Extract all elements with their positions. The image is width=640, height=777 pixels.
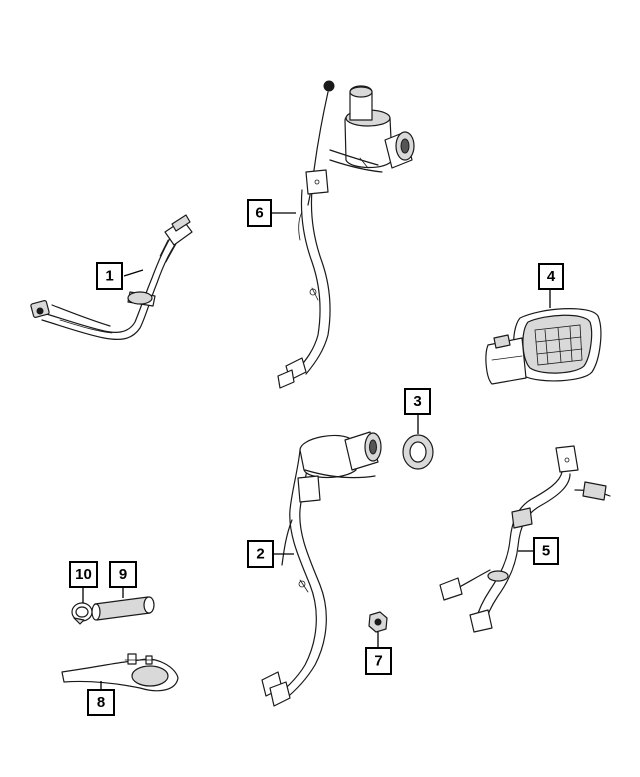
callout-4-label: 4 [547, 268, 556, 285]
leader-1 [123, 269, 144, 277]
callout-9: 9 [109, 561, 137, 588]
callout-9-label: 9 [119, 566, 127, 583]
callout-3: 3 [404, 388, 431, 415]
callout-1-label: 1 [105, 268, 113, 285]
part-6-filler-tube [277, 80, 415, 389]
callout-8-label: 8 [97, 694, 105, 711]
callout-2: 2 [247, 540, 274, 568]
callout-7-label: 7 [374, 653, 382, 670]
callout-10: 10 [69, 561, 98, 588]
callout-1: 1 [96, 262, 123, 290]
part-9-hose [91, 596, 155, 621]
part-4-fuel-door-housing [485, 308, 602, 385]
part-1-vapor-hose [30, 214, 193, 340]
part-8-fill-neck [61, 653, 179, 692]
part-5-vapor-tube [439, 445, 611, 633]
callout-3-label: 3 [413, 393, 421, 410]
callout-10-label: 10 [75, 566, 92, 583]
callout-4: 4 [538, 263, 564, 290]
callout-8: 8 [87, 689, 115, 716]
part-7-nut [368, 611, 388, 633]
part-2-filler-tube [261, 431, 382, 707]
leader-lines [82, 212, 551, 690]
callout-2-label: 2 [256, 546, 264, 563]
callout-6-label: 6 [255, 205, 263, 222]
callout-5: 5 [533, 537, 559, 565]
part-3-seal [402, 434, 434, 470]
callout-5-label: 5 [542, 543, 550, 560]
part-10-clamp [71, 602, 93, 625]
callout-7: 7 [365, 647, 392, 675]
callout-6: 6 [247, 199, 272, 227]
